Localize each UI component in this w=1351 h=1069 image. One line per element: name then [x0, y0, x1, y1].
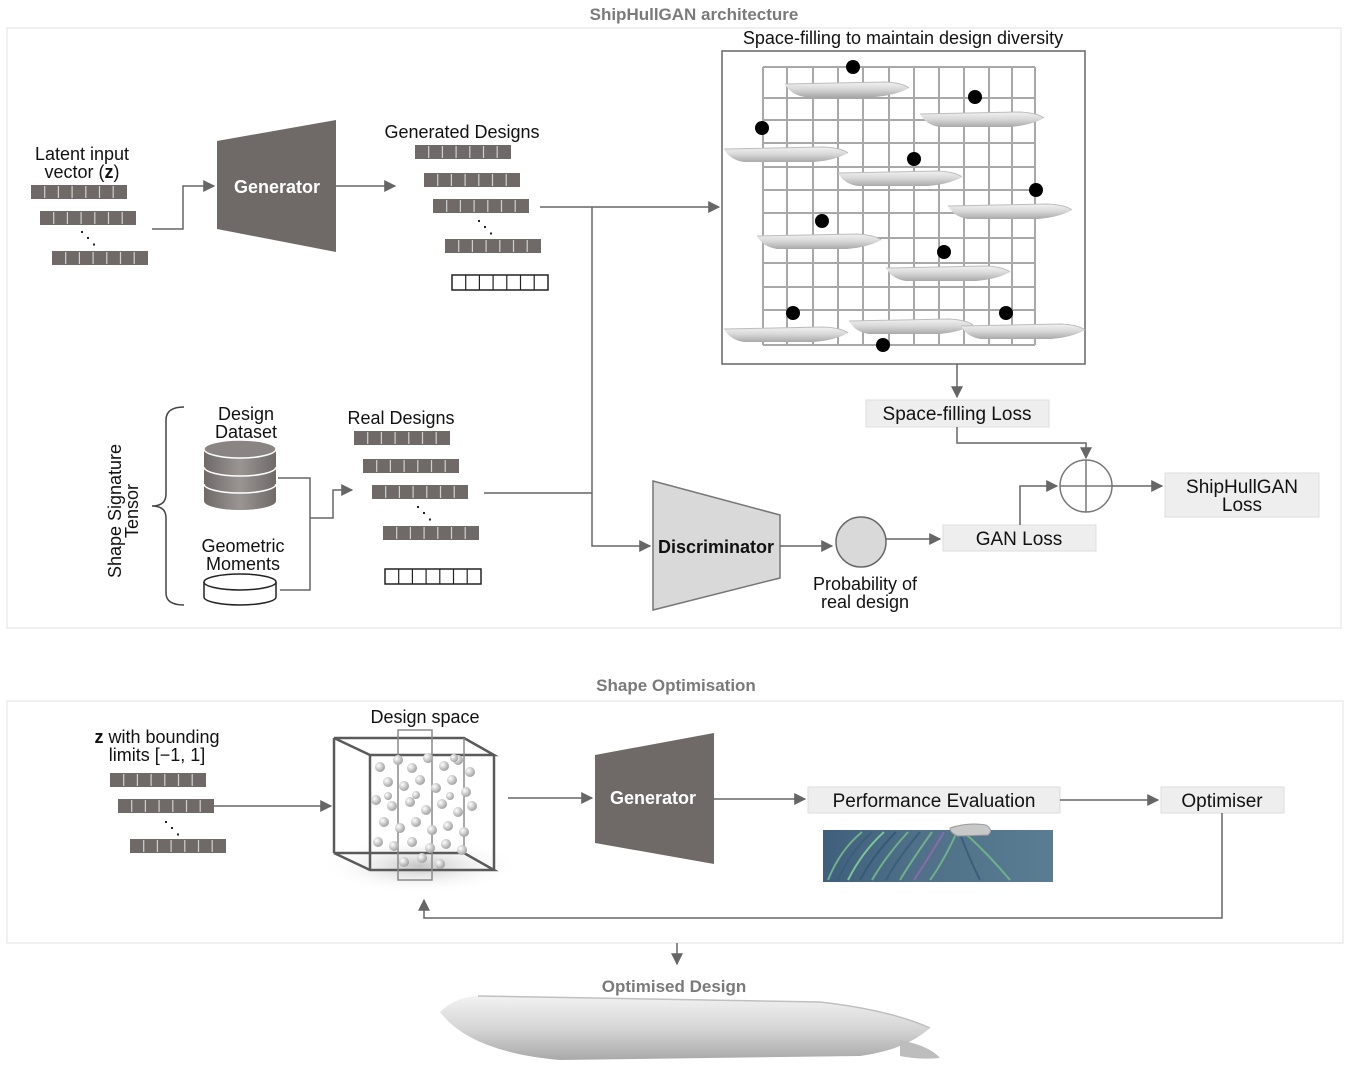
generated-vector-1: [414, 144, 512, 160]
optimiser-label: Optimiser: [1181, 791, 1263, 812]
generated-vector-3: [432, 198, 530, 214]
generated-vector-empty: [451, 274, 549, 291]
real-vector-4: [382, 525, 480, 541]
gan-loss-to-sum-arrow: [1019, 480, 1059, 525]
gan-loss-label: GAN Loss: [976, 529, 1063, 550]
latent-vector-2: [39, 210, 137, 226]
z-vector-1: [109, 772, 207, 788]
latent-label-line1: Latent input: [35, 144, 129, 164]
design-dataset-line2: Dataset: [215, 422, 277, 442]
sample-spheres: [371, 753, 477, 869]
shape-signature-line1: Shape Signature: [105, 444, 125, 578]
shiphullgan-loss-box: [1164, 472, 1320, 518]
generated-ellipsis: ⋱: [476, 217, 494, 237]
z-vector-3: [129, 838, 227, 854]
sum-node: [1059, 459, 1113, 513]
latent-to-generator-arrow: [152, 180, 216, 230]
latent-label-line2: vector (z): [44, 162, 119, 182]
architecture-panel: [6, 27, 1342, 629]
optimiser-feedback-arrow: [418, 813, 1223, 919]
optimisation-panel: [6, 700, 1344, 944]
performance-evaluation-box: [807, 786, 1061, 814]
space-filling-loss-label: Space-filling Loss: [883, 404, 1032, 425]
database-icon: [203, 439, 277, 510]
probability-label-line1: Probability of: [813, 574, 918, 594]
real-ellipsis: ⋱: [415, 503, 433, 523]
generated-designs-label: Generated Designs: [384, 122, 539, 142]
generated-to-discriminator-arrow: [591, 207, 652, 552]
geometric-moments-line2: Moments: [206, 554, 280, 574]
space-filling-loss-box: [865, 399, 1050, 428]
gan-loss-box: [942, 524, 1097, 552]
opt-generator-label: Generator: [610, 788, 696, 808]
z-label-line2: limits [−1, 1]: [109, 745, 206, 765]
space-loss-to-sum-arrow: [956, 427, 1092, 460]
latent-vector-3: [51, 250, 149, 266]
signature-brace: [151, 406, 185, 606]
signature-join-line: [278, 477, 311, 591]
generator-block: [217, 120, 336, 252]
latent-vector-1: [30, 184, 128, 200]
optimisation-title: Shape Optimisation: [596, 676, 756, 695]
shiphullgan-loss-label-line1: ShipHullGAN: [1186, 477, 1298, 498]
generated-vector-4: [444, 238, 542, 254]
performance-evaluation-label: Performance Evaluation: [833, 791, 1036, 812]
discriminator-label: Discriminator: [658, 537, 774, 557]
z-ellipsis: ⋱: [163, 818, 181, 838]
shiphullgan-loss-label-line2: Loss: [1222, 495, 1262, 516]
z-vector-2: [117, 798, 215, 814]
optimised-design-label: Optimised Design: [602, 977, 747, 996]
cfd-wave-image: [823, 823, 1053, 882]
real-designs-label: Real Designs: [347, 408, 454, 428]
space-filling-caption: Space-filling to maintain design diversi…: [743, 28, 1063, 48]
generated-vector-2: [423, 172, 521, 188]
probability-label-line2: real design: [821, 592, 909, 612]
discriminator-block: [652, 480, 781, 611]
real-vector-2: [362, 458, 460, 474]
design-space-cube: [320, 729, 520, 894]
optimised-hull-icon: [440, 995, 940, 1060]
generator-label: Generator: [234, 177, 320, 197]
opt-generator-block: [595, 733, 714, 864]
latent-ellipsis: ⋱: [79, 228, 97, 248]
design-space-label: Design space: [370, 707, 479, 727]
signature-to-real-arrow: [310, 484, 354, 519]
sample-points: [755, 60, 1043, 352]
optimiser-box: [1160, 786, 1285, 814]
geometric-moments-line1: Geometric: [201, 536, 284, 556]
real-vector-3: [371, 484, 469, 500]
architecture-title: ShipHullGAN architecture: [590, 5, 799, 24]
probability-node: [835, 516, 887, 568]
design-dataset-line1: Design: [218, 404, 274, 424]
real-vector-empty: [384, 568, 482, 585]
shape-signature-line2: Tensor: [122, 484, 142, 538]
z-label-line1: z with bounding: [94, 727, 219, 747]
moments-disk-icon: [203, 573, 277, 606]
real-vector-1: [353, 430, 451, 446]
